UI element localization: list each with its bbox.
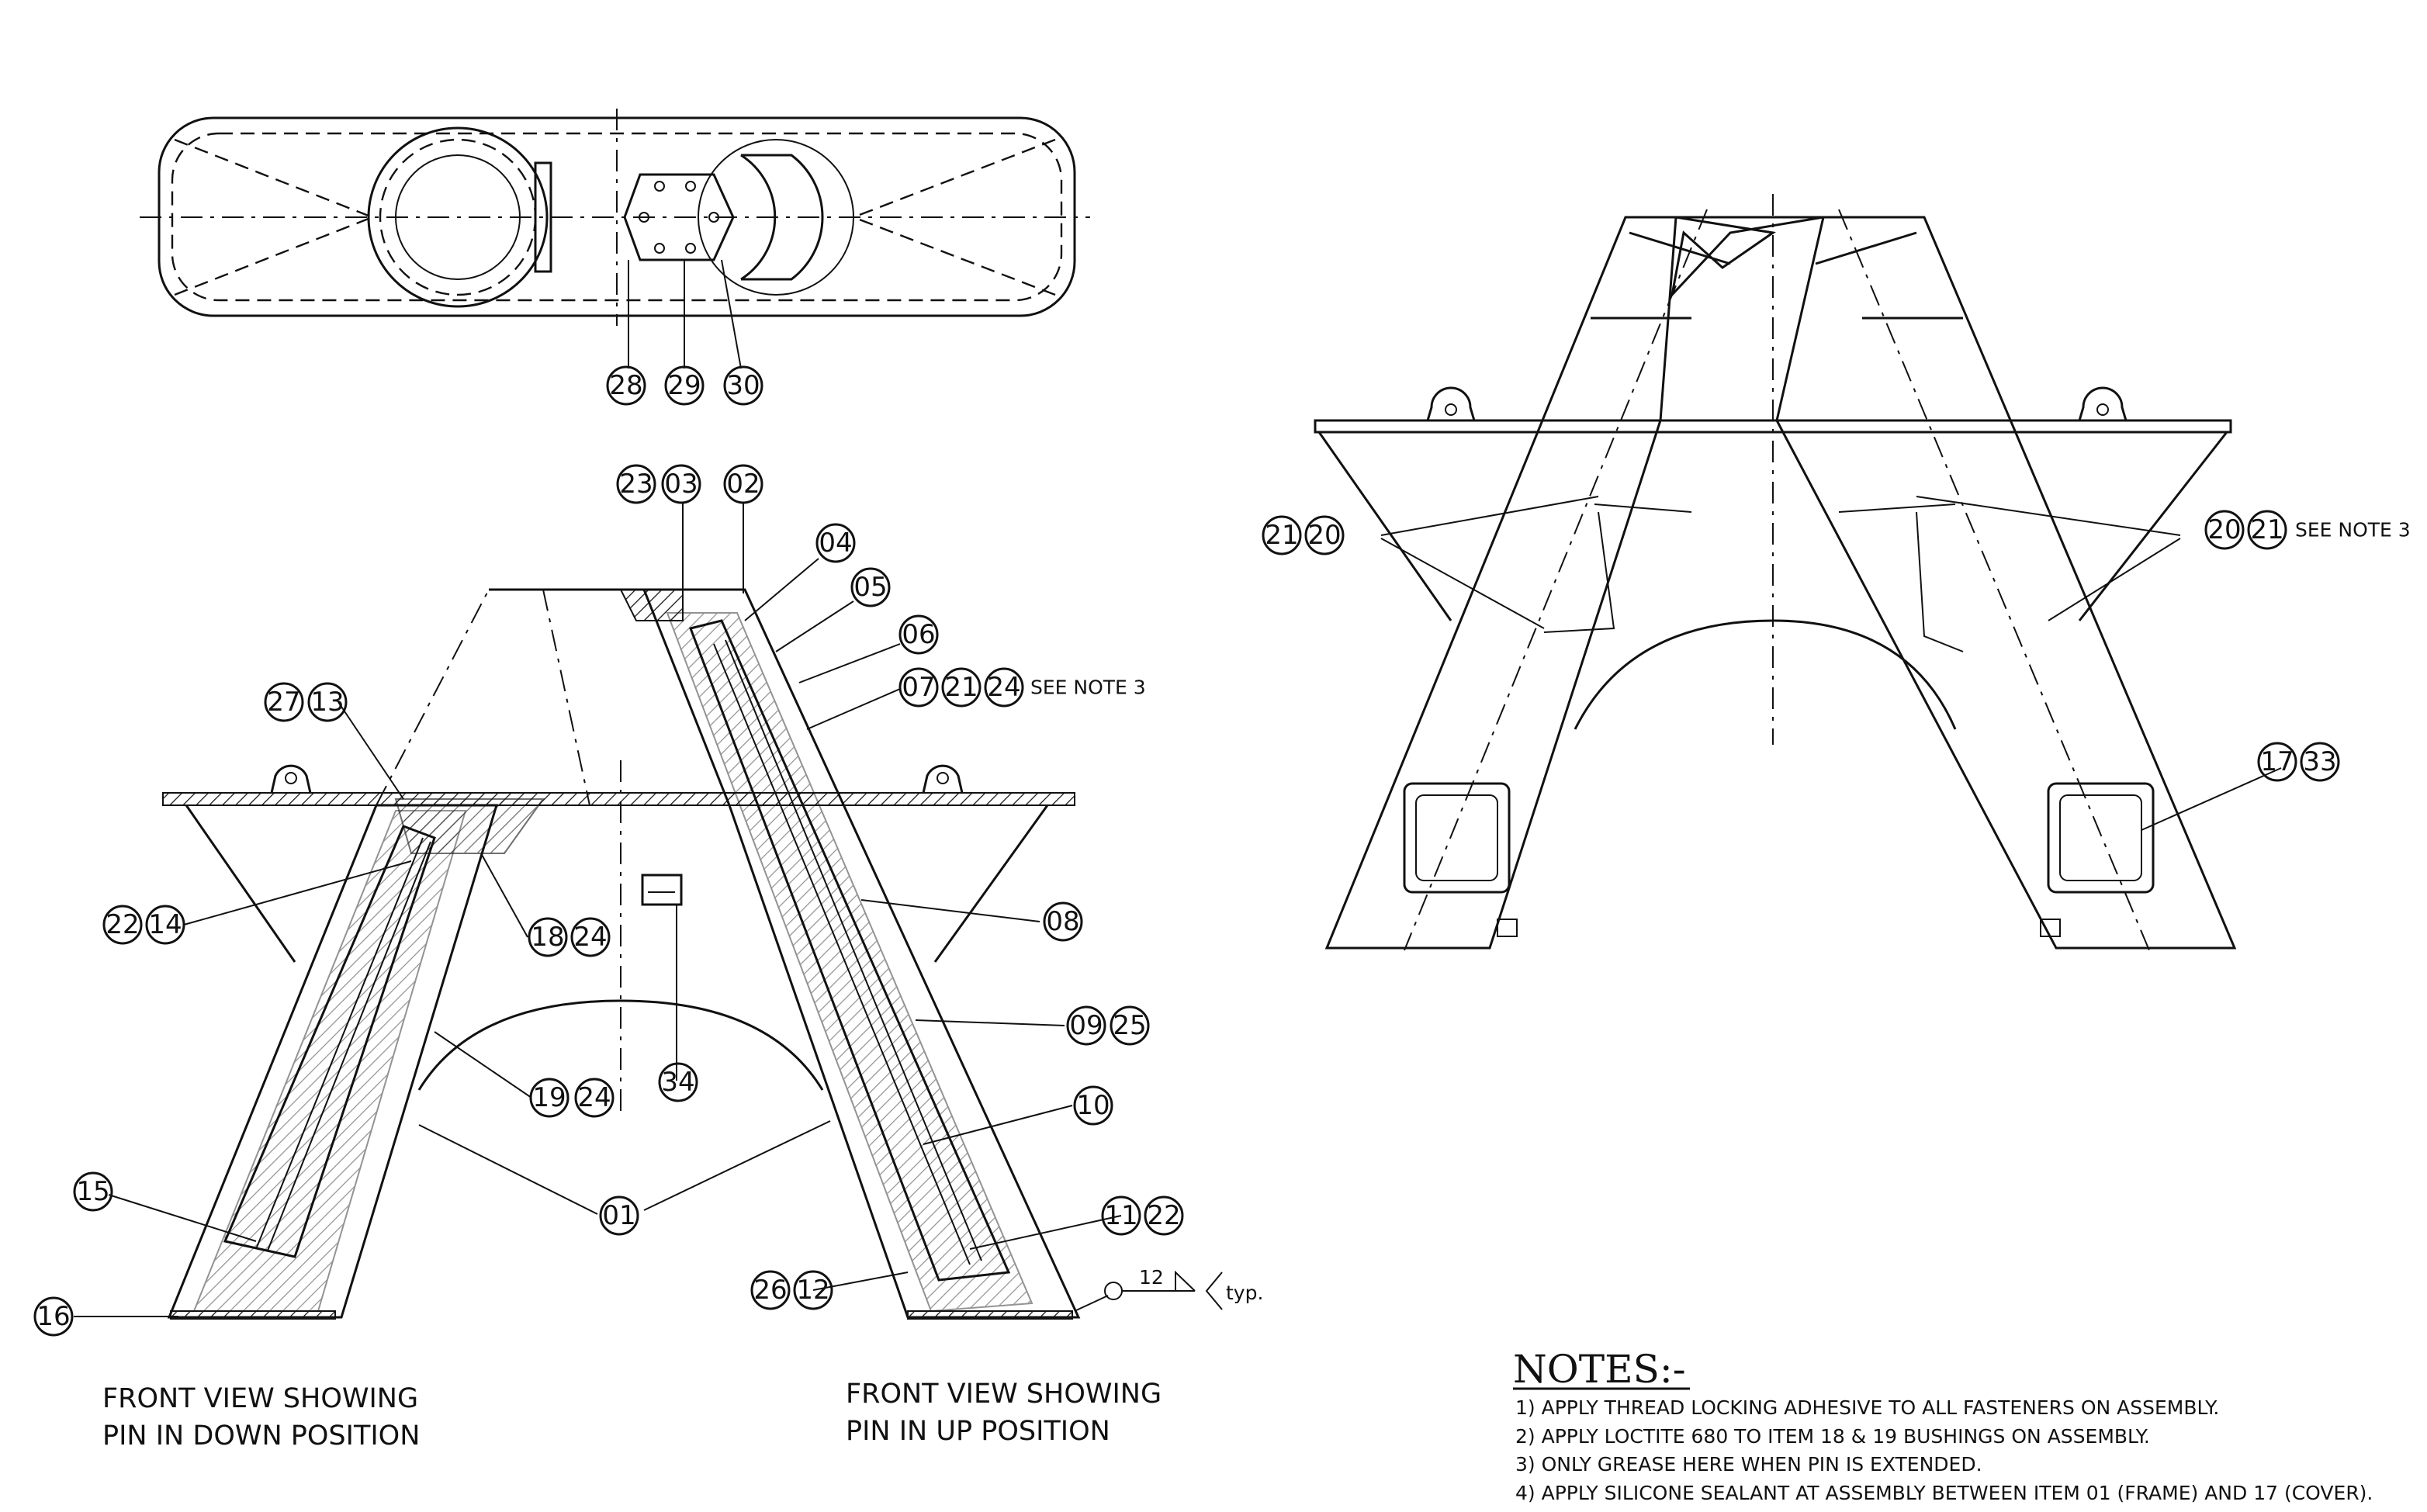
balloon-20-side-left: 20 [1304, 515, 1345, 555]
balloon-24-front: 24 [984, 667, 1024, 708]
svg-text:33: 33 [2303, 746, 2336, 777]
view-captions: FRONT VIEW SHOWING PIN IN DOWN POSITION … [102, 1379, 1162, 1451]
balloon-15: 15 [73, 1171, 113, 1212]
svg-text:05: 05 [853, 572, 887, 603]
balloon-09: 09 [1066, 1005, 1106, 1046]
svg-text:28: 28 [609, 370, 642, 401]
svg-text:18: 18 [531, 922, 564, 953]
caption-up-line1: FRONT VIEW SHOWING [846, 1379, 1162, 1410]
balloon-21-side-right: 21 [2247, 510, 2287, 550]
balloon-33: 33 [2300, 742, 2340, 782]
svg-text:25: 25 [1113, 1010, 1146, 1041]
svg-text:08: 08 [1046, 906, 1079, 937]
notes-heading: NOTES:- [1513, 1347, 1686, 1392]
balloon-08: 08 [1043, 901, 1083, 942]
svg-text:02: 02 [726, 469, 760, 500]
balloon-29: 29 [664, 365, 705, 406]
balloon-34: 34 [658, 1062, 698, 1102]
note-2: 2) APPLY LOCTITE 680 TO ITEM 18 & 19 BUS… [1515, 1425, 2150, 1448]
weld-typ: typ. [1226, 1282, 1263, 1304]
balloon-22-right: 22 [1144, 1195, 1184, 1236]
balloon-14: 14 [145, 905, 185, 945]
balloon-23: 23 [616, 464, 656, 504]
balloon-21-front: 21 [941, 667, 982, 708]
svg-text:10: 10 [1076, 1090, 1110, 1121]
balloon-01: 01 [599, 1195, 639, 1236]
svg-text:16: 16 [36, 1301, 70, 1332]
side-view [1314, 194, 2237, 951]
svg-text:03: 03 [664, 469, 698, 500]
svg-text:21: 21 [2250, 514, 2283, 545]
leader-lines [74, 496, 2282, 1317]
balloons: 28 29 30 23 03 02 04 05 06 07 21 24 SEE … [33, 365, 2411, 1337]
balloon-18: 18 [528, 917, 568, 957]
flange-plate [623, 173, 735, 261]
balloon-19: 19 [529, 1078, 570, 1118]
balloon-30: 30 [723, 365, 763, 406]
svg-text:21: 21 [1265, 520, 1298, 551]
weld-size: 12 [1139, 1266, 1164, 1289]
svg-text:34: 34 [661, 1067, 694, 1098]
balloon-20-side-right: 20 [2204, 510, 2245, 550]
note-4: 4) APPLY SILICONE SEALANT AT ASSEMBLY BE… [1515, 1482, 2373, 1504]
front-view-assembly [162, 588, 1223, 1320]
svg-text:24: 24 [577, 1082, 611, 1113]
top-view [140, 109, 1090, 369]
balloon-07: 07 [898, 667, 939, 708]
svg-text:30: 30 [726, 370, 760, 401]
balloon-12: 12 [793, 1270, 833, 1310]
note-3: 3) ONLY GREASE HERE WHEN PIN IS EXTENDED… [1515, 1453, 1982, 1476]
balloon-17: 17 [2257, 742, 2297, 782]
caption-up-line2: PIN IN UP POSITION [846, 1416, 1110, 1447]
svg-text:24: 24 [573, 922, 607, 953]
balloon-28: 28 [606, 365, 646, 406]
svg-text:14: 14 [148, 909, 182, 940]
svg-text:20: 20 [2207, 514, 2241, 545]
balloon-11: 11 [1101, 1195, 1141, 1236]
svg-text:06: 06 [902, 619, 935, 650]
balloon-05: 05 [850, 567, 891, 607]
svg-text:29: 29 [667, 370, 701, 401]
svg-text:23: 23 [619, 469, 653, 500]
svg-text:11: 11 [1104, 1200, 1137, 1231]
svg-text:09: 09 [1069, 1010, 1103, 1041]
svg-text:07: 07 [902, 672, 935, 703]
balloon-25: 25 [1110, 1005, 1150, 1046]
svg-text:17: 17 [2260, 746, 2294, 777]
svg-text:22: 22 [1147, 1200, 1180, 1231]
svg-text:13: 13 [310, 687, 344, 718]
svg-text:01: 01 [602, 1200, 635, 1231]
see-note-side: SEE NOTE 3 [2295, 519, 2411, 541]
balloon-06: 06 [898, 614, 939, 655]
balloon-04: 04 [815, 523, 856, 563]
balloon-24-18: 24 [570, 917, 611, 957]
see-note-front: SEE NOTE 3 [1030, 676, 1146, 699]
balloon-22-left: 22 [102, 905, 143, 945]
svg-text:26: 26 [753, 1275, 787, 1306]
svg-text:04: 04 [819, 528, 852, 559]
balloon-24-19: 24 [574, 1078, 615, 1118]
caption-down-line2: PIN IN DOWN POSITION [102, 1420, 420, 1451]
svg-text:19: 19 [532, 1082, 566, 1113]
balloon-03: 03 [661, 464, 701, 504]
svg-text:20: 20 [1307, 520, 1341, 551]
balloon-27: 27 [264, 682, 304, 722]
svg-text:27: 27 [267, 687, 300, 718]
balloon-21-side-left: 21 [1262, 515, 1302, 555]
balloon-13: 13 [307, 682, 348, 722]
caption-down-line1: FRONT VIEW SHOWING [102, 1383, 418, 1414]
balloon-16: 16 [33, 1296, 74, 1337]
svg-text:21: 21 [944, 672, 978, 703]
svg-text:15: 15 [76, 1176, 109, 1207]
svg-text:22: 22 [106, 909, 139, 940]
note-1: 1) APPLY THREAD LOCKING ADHESIVE TO ALL … [1515, 1396, 2219, 1419]
notes-block: NOTES:- 1) APPLY THREAD LOCKING ADHESIVE… [1513, 1347, 2373, 1504]
balloon-26: 26 [750, 1270, 791, 1310]
balloon-02: 02 [723, 464, 763, 504]
svg-text:12: 12 [796, 1275, 829, 1306]
balloon-10: 10 [1073, 1085, 1113, 1126]
svg-text:24: 24 [987, 672, 1020, 703]
